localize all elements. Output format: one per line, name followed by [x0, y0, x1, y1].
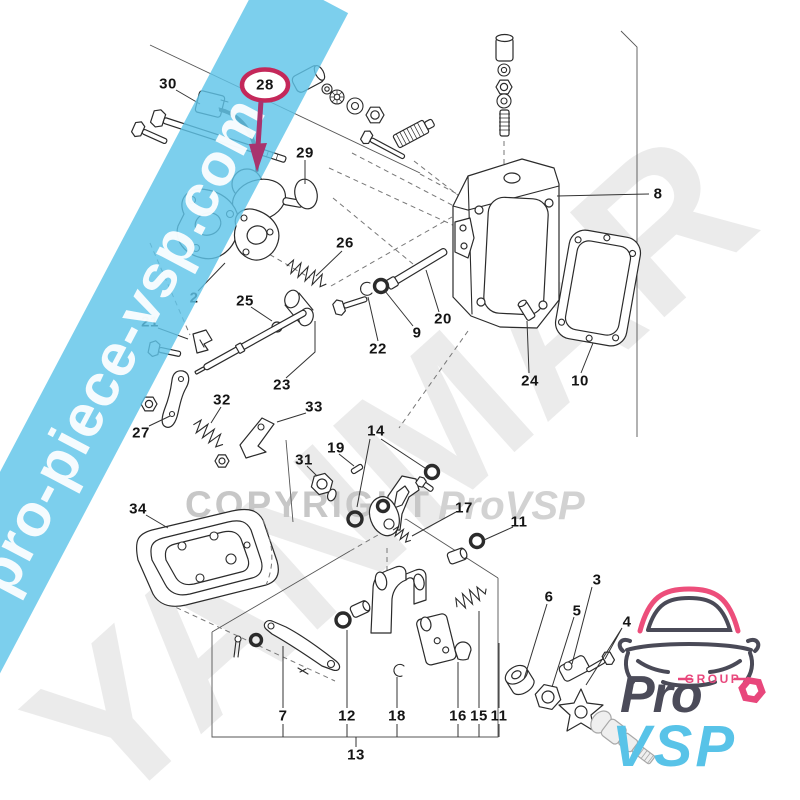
- part-label-20: 20: [434, 310, 452, 328]
- leader-lines: [145, 89, 650, 747]
- circlip-18: [393, 663, 405, 677]
- part-label-8: 8: [653, 185, 663, 203]
- o-ring-14-right: [423, 463, 441, 481]
- part-label-19: 19: [327, 439, 345, 457]
- part-label-3: 3: [592, 571, 602, 589]
- bushing-12: [349, 600, 371, 618]
- spring-17: [392, 525, 411, 543]
- logo-pro-text: Pro: [620, 666, 702, 724]
- gasket-10: [554, 229, 642, 347]
- nut-5: [534, 683, 562, 711]
- hex-nut-icon: [738, 676, 766, 704]
- part-label-4: 4: [622, 613, 632, 631]
- highlight-arrow-head-icon: [249, 143, 267, 172]
- part-label-33: 33: [305, 398, 323, 416]
- part-label-7: 7: [278, 707, 288, 725]
- lever-33: [239, 417, 275, 459]
- part-label-27: 27: [132, 424, 150, 442]
- logo-vsp-text: VSP: [612, 714, 737, 779]
- part-label-31: 31: [295, 451, 313, 469]
- part-label-17: 17: [455, 499, 473, 517]
- fork-bracket-13: [370, 565, 427, 634]
- grommet-6: [504, 664, 535, 696]
- part-label-11: 11: [490, 707, 508, 725]
- cotter-pin-13: [233, 635, 242, 658]
- rod-23: [194, 309, 307, 375]
- part-label-15: 15: [470, 707, 488, 725]
- o-ring-12: [334, 611, 352, 629]
- part-label-18: 18: [388, 707, 406, 725]
- part-label-9: 9: [412, 324, 422, 342]
- bolt-22: [332, 296, 368, 316]
- part-label-16: 16: [449, 707, 467, 725]
- spring-26: [286, 258, 327, 288]
- part-label-32: 32: [213, 391, 231, 409]
- highlight-circle: [239, 67, 291, 103]
- plug-31: [310, 472, 337, 502]
- pin-24: [517, 299, 536, 321]
- part-label-29: 29: [296, 144, 314, 162]
- part-label-34: 34: [129, 500, 147, 518]
- star-washer-icon: [329, 89, 345, 105]
- part-label-10: 10: [571, 372, 589, 390]
- lever-27: [161, 370, 190, 428]
- lobe-14: [368, 496, 400, 537]
- part-label-28: 28: [256, 76, 274, 94]
- bolt-30-short: [130, 121, 168, 145]
- plate-bracket-13: [416, 613, 457, 666]
- bushing-14: [446, 547, 468, 565]
- part-label-30: 30: [159, 75, 177, 93]
- plug-16: [454, 641, 472, 661]
- copyright-brand-text: ProVSP: [438, 484, 585, 528]
- part-label-14: 14: [367, 422, 385, 440]
- part-label-13: 13: [347, 746, 365, 764]
- part-label-6: 6: [544, 588, 554, 606]
- c-clip-22: [360, 281, 373, 296]
- stud-stack-top: [495, 33, 514, 137]
- disc-29: [294, 178, 318, 210]
- part-label-24: 24: [521, 372, 539, 390]
- part-label-11: 11: [510, 513, 528, 531]
- car-outline-icon: [617, 586, 761, 688]
- plate-4: [558, 655, 590, 682]
- part-label-23: 23: [273, 376, 291, 394]
- cap-32: [214, 454, 230, 468]
- part-label-5: 5: [572, 602, 582, 620]
- part-label-25: 25: [236, 292, 254, 310]
- gasket-2b: [233, 208, 280, 261]
- o-ring-11-mid: [468, 532, 486, 550]
- pin-19: [350, 463, 364, 475]
- highlight-arrow-shaft: [255, 100, 264, 147]
- part-label-22: 22: [369, 340, 387, 358]
- housing-8: [452, 158, 560, 329]
- spring-15: [455, 585, 487, 610]
- o-ring-13-left: [248, 632, 264, 648]
- lever-7: [263, 620, 341, 675]
- fork-21: [192, 329, 213, 354]
- shaft-part: [590, 710, 655, 765]
- part-label-26: 26: [336, 234, 354, 252]
- gasket-set-34: [135, 508, 279, 607]
- o-ring-14-left: [346, 510, 364, 528]
- logo-group-label: GROUP: [685, 672, 742, 686]
- provsp-logo: GROUP Pro VSP: [612, 586, 766, 779]
- spring-32: [193, 418, 224, 448]
- o-ring-9: [372, 277, 390, 295]
- part-label-12: 12: [338, 707, 356, 725]
